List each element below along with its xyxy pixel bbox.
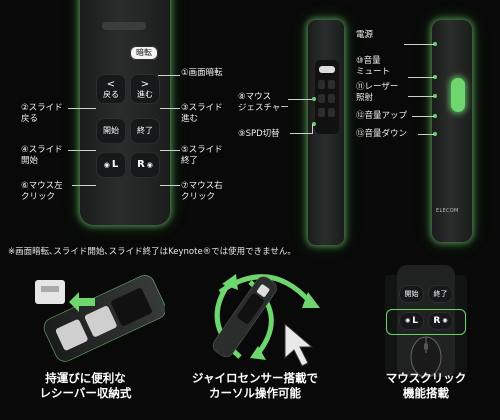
callout-mute: ⑩音量 ミュート	[356, 56, 391, 77]
callout-laser: ⑪レーザー 照射	[356, 82, 399, 103]
laser-button[interactable]	[451, 78, 465, 112]
receiver-storage-illustration	[35, 275, 165, 362]
prev-label: 戻る	[103, 89, 119, 99]
mouse-icon: ◉	[146, 160, 153, 169]
mouse-right-label: R	[137, 159, 145, 170]
highlight-frame	[386, 309, 466, 335]
next-label: 進む	[137, 89, 153, 99]
screen-dark-label: 暗転	[136, 48, 152, 57]
callout-screen-dark: ①画面暗転	[181, 68, 223, 78]
dark-screen-mini-icon	[319, 66, 335, 73]
mouse-click-panel: 開始 終了 ◉ L R ◉	[385, 265, 467, 377]
presenter-angle-view	[308, 20, 344, 245]
mouse-icon: ◉	[103, 160, 110, 169]
presenter-front-view: 暗転 < 戻る > 進む 開始 終了 ◉ L R ◉	[80, 0, 170, 225]
keynote-note: ※画面暗転､スライド開始､スライド終了はKeynote®では使用できません。	[8, 247, 296, 257]
panel-start-label: 開始	[404, 289, 419, 298]
insert-arrow-icon	[69, 292, 95, 312]
mouse-icon: ◉	[405, 317, 411, 324]
top-slot	[102, 22, 146, 30]
callout-prev-slide: ②スライド 戻る	[21, 103, 63, 124]
mouse-left-label: L	[111, 159, 119, 170]
callout-mouse-gesture: ⑧マウス ジェスチャー	[238, 92, 289, 113]
feature-caption-receiver: 持運びに便利な レシーバー収納式	[39, 371, 132, 400]
panel-right-click-button[interactable]: R ◉	[428, 312, 453, 330]
mouse-illustration-icon	[410, 336, 442, 377]
chevron-left-icon: <	[106, 78, 116, 90]
callout-volume-up: ⑫音量アップ	[356, 111, 408, 121]
panel-end-label: 終了	[433, 289, 448, 298]
callout-next-slide: ③スライド 進む	[181, 103, 223, 124]
start-slide-button[interactable]: 開始	[96, 118, 126, 144]
panel-l-label: L	[412, 315, 418, 326]
brand-label: ELECOM	[436, 208, 459, 214]
start-label: 開始	[103, 126, 119, 135]
panel-r-label: R	[433, 315, 441, 326]
cursor-icon	[284, 322, 314, 367]
panel-start-button[interactable]: 開始	[399, 285, 424, 303]
callout-start-slide: ④スライド 開始	[21, 145, 63, 166]
screen-dark-button[interactable]: 暗転	[130, 46, 158, 60]
callout-spd-switch: ⑨SPD切替	[238, 129, 280, 139]
panel-end-button[interactable]: 終了	[428, 285, 453, 303]
presenter-side-view: ELECOM	[432, 20, 472, 242]
end-label: 終了	[137, 126, 153, 135]
mouse-icon: ◉	[442, 317, 448, 324]
feature-caption-mouse: マウスクリック 機能搭載	[385, 371, 467, 400]
end-slide-button[interactable]: 終了	[130, 118, 160, 144]
callout-mouse-right: ⑦マウス右 クリック	[181, 181, 223, 202]
callout-end-slide: ⑤スライド 終了	[181, 145, 223, 166]
callout-mouse-left: ⑥マウス左 クリック	[21, 181, 63, 202]
chevron-right-icon: >	[140, 78, 150, 90]
next-slide-button[interactable]: > 進む	[130, 74, 160, 104]
panel-left-click-button[interactable]: ◉ L	[399, 312, 424, 330]
gyro-sensor-illustration	[212, 274, 320, 367]
mouse-left-button[interactable]: ◉ L	[96, 152, 126, 178]
mouse-right-button[interactable]: R ◉	[130, 152, 160, 178]
feature-caption-gyro: ジャイロセンサー搭載で カーソル操作可能	[192, 371, 318, 400]
callout-power: 電源	[356, 30, 374, 40]
prev-slide-button[interactable]: < 戻る	[96, 74, 126, 104]
callout-volume-down: ⑬音量ダウン	[356, 129, 408, 139]
